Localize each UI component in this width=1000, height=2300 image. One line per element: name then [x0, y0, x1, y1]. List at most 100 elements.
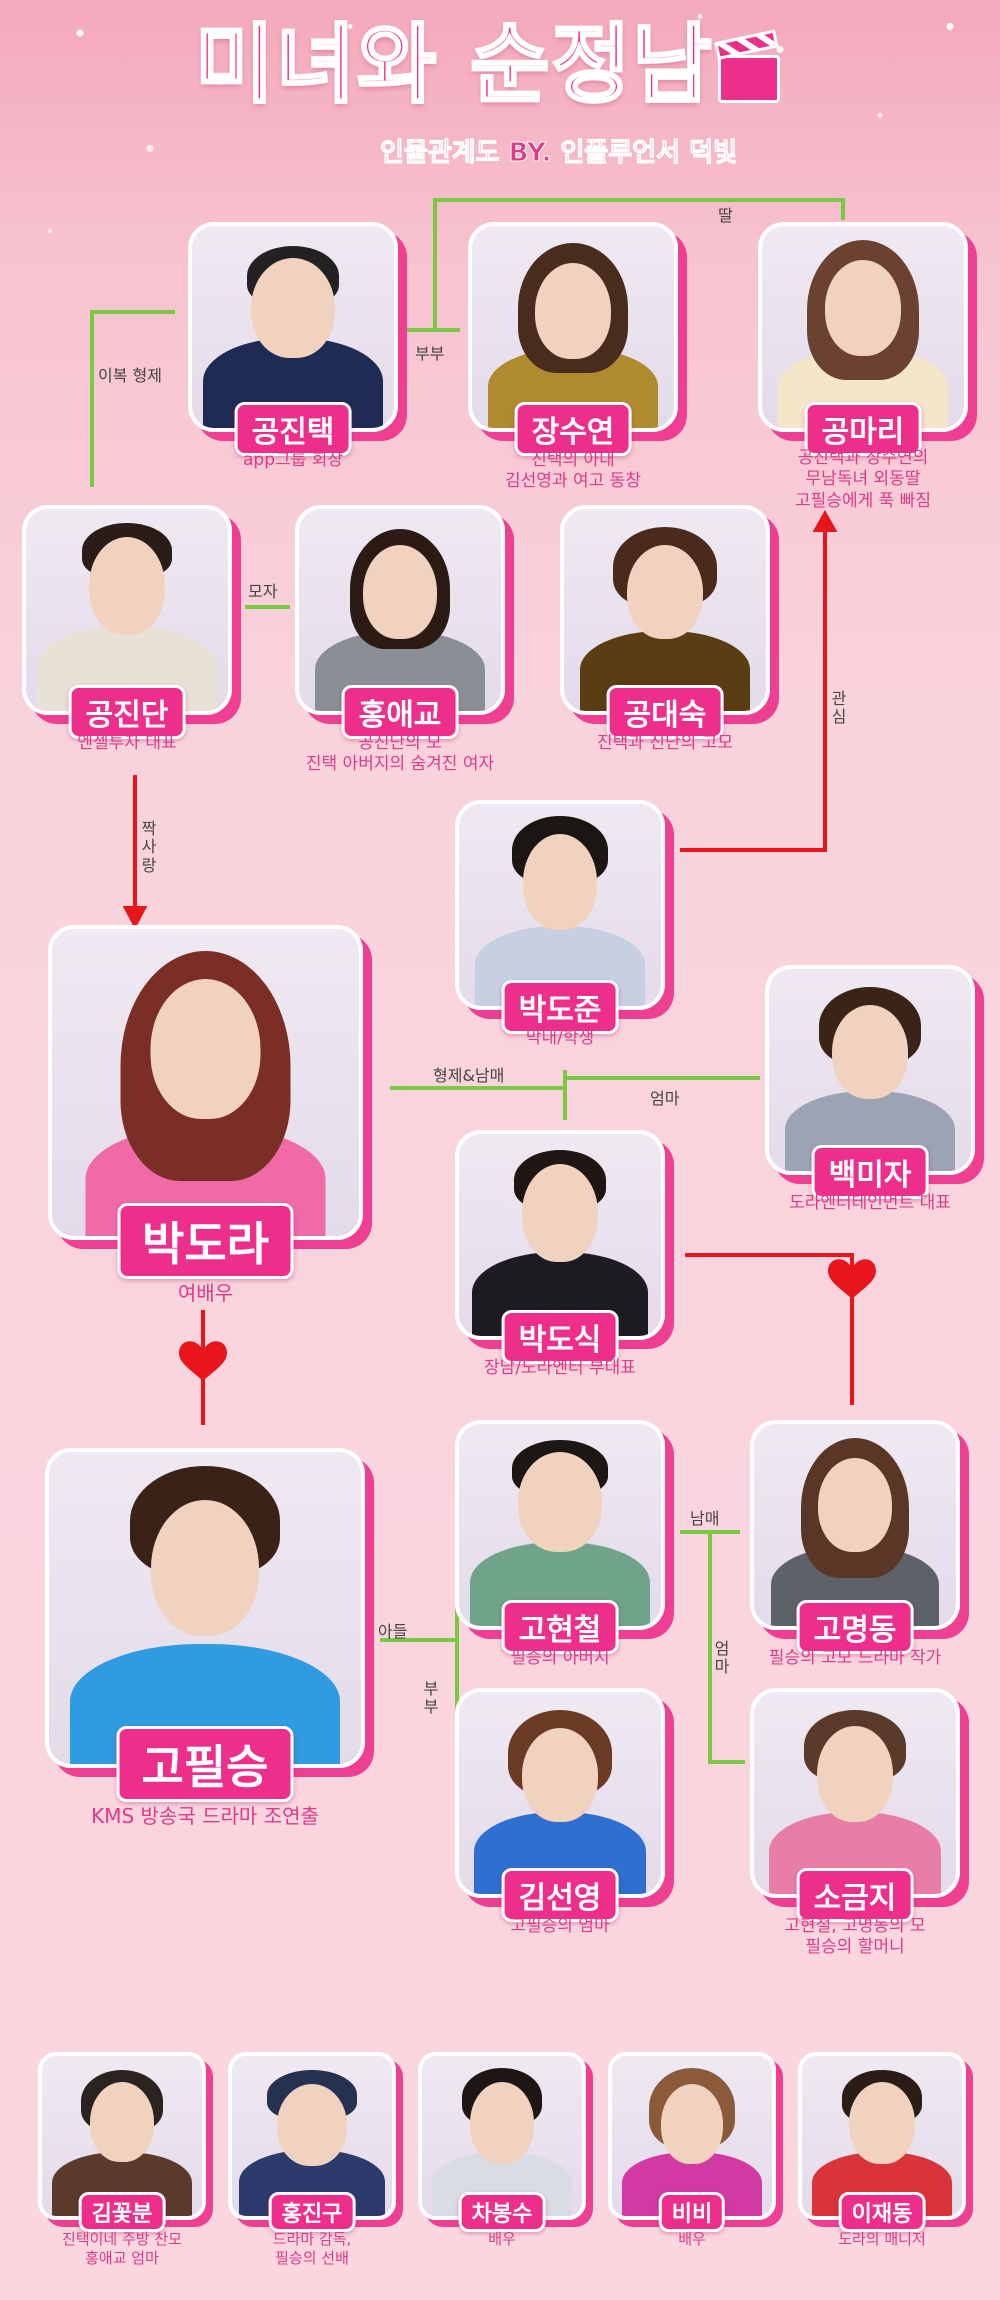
character-card-gong-daesuk[interactable]: 공대숙 진택과 진단의 고모 [560, 505, 770, 753]
character-card-gong-jindan[interactable]: 공진단 엔젤투자 대표 [22, 505, 232, 753]
portrait-photo [45, 1448, 365, 1768]
relation-label: 아들 [378, 1622, 408, 1641]
character-name: 공진택 [234, 402, 352, 456]
character-description: 필승의 고모 드라마 작가 [768, 1648, 942, 1668]
line-daughter [433, 198, 845, 330]
character-description: 공진택과 장수연의 무남독녀 외동딸 고필승에게 푹 빠짐 [795, 448, 931, 511]
character-name: 홍애교 [341, 685, 459, 739]
line-mom2 [708, 1532, 745, 1764]
heart-icon [179, 1341, 227, 1381]
relation-label: 관심 [831, 689, 847, 727]
character-card-go-myeongdong[interactable]: 고명동 필승의 고모 드라마 작가 [750, 1420, 960, 1668]
character-name: 공대숙 [606, 685, 724, 739]
line-interest [680, 530, 827, 852]
portrait-photo [798, 2052, 966, 2220]
portrait-photo [750, 1420, 960, 1630]
character-description: 고현철, 고명동의 모 필승의 할머니 [784, 1916, 926, 1958]
arrow-interest [812, 509, 838, 532]
character-description: 도라엔터테인먼트 대표 [789, 1193, 951, 1213]
minor-character-card[interactable]: 차봉수 배우 [418, 2052, 586, 2248]
relation-label: 이복 형제 [98, 366, 162, 385]
character-description: 도라의 매니저 [838, 2230, 926, 2248]
minor-character-card[interactable]: 홍진구 드라마 감독,필승의 선배 [228, 2052, 396, 2267]
character-card-gong-jintaek[interactable]: 공진택 app그룹 회장 [188, 222, 398, 470]
relation-label: 부부 [423, 1679, 439, 1717]
relation-label: 남매 [690, 1509, 720, 1528]
character-card-park-dojun[interactable]: 박도준 막내/학생 [455, 800, 665, 1048]
character-description: 막내/학생 [525, 1028, 595, 1048]
portrait-photo [48, 925, 363, 1240]
character-name: 김선영 [501, 1868, 619, 1922]
line-half-brothers [90, 310, 175, 487]
character-name: 차봉수 [458, 2192, 546, 2232]
character-description: 진택의 아내 김선영과 여고 동창 [505, 450, 641, 492]
character-name: 장수연 [514, 402, 632, 456]
character-description: app그룹 회장 [243, 450, 343, 470]
page-subtitle: 인물관계도 BY. 인플루언서 덕빛 [380, 138, 738, 169]
character-name: 공진단 [68, 685, 186, 739]
relation-label: 형제&남매 [433, 1066, 505, 1085]
character-description: 배우 [488, 2230, 516, 2248]
arrow-crush [122, 906, 148, 930]
character-name: 고현철 [501, 1600, 619, 1654]
heart-icon [828, 1259, 876, 1299]
character-name: 비비 [658, 2192, 726, 2232]
character-description: 공진단의 모 진택 아버지의 숨겨진 여자 [305, 733, 495, 775]
clapperboard-icon [718, 55, 780, 103]
character-name: 박도라 [117, 1203, 294, 1279]
relation-label: 엄마 [650, 1089, 680, 1108]
relation-label: 부부 [415, 344, 445, 363]
character-description: KMS 방송국 드라마 조연출 [91, 1804, 319, 1828]
portrait-photo [295, 505, 505, 715]
character-description: 진택과 진단의 고모 [597, 733, 733, 753]
character-card-park-dora[interactable]: 박도라 여배우 [48, 925, 363, 1305]
portrait-photo [188, 222, 398, 432]
line-mija-dosik [685, 1253, 854, 1405]
relation-label: 모자 [248, 582, 278, 601]
portrait-photo [455, 1420, 665, 1630]
minor-character-card[interactable]: 비비 배우 [608, 2052, 776, 2248]
character-name: 소금지 [796, 1868, 914, 1922]
character-name: 이재동 [838, 2192, 926, 2232]
character-name: 홍진구 [268, 2192, 356, 2232]
page-title: 미녀와 순정남 [194, 15, 714, 115]
character-description: 장남/도라엔터 부대표 [484, 1358, 636, 1378]
relation-label: 딸 [718, 206, 733, 225]
character-description: 엔젤투자 대표 [77, 733, 177, 753]
character-description: 드라마 감독,필승의 선배 [272, 2230, 352, 2267]
character-card-kim-seonyeong[interactable]: 김선영 고필승의 엄마 [455, 1688, 665, 1936]
character-card-so-geumji[interactable]: 소금지 고현철, 고명동의 모 필승의 할머니 [750, 1688, 960, 1957]
relation-label: 엄마 [714, 1639, 730, 1677]
portrait-photo [22, 505, 232, 715]
character-description: 여배우 [177, 1281, 234, 1305]
portrait-photo [750, 1688, 960, 1898]
character-name: 공마리 [804, 402, 922, 456]
character-name: 박도준 [501, 980, 619, 1034]
portrait-photo [560, 505, 770, 715]
character-card-gong-mari[interactable]: 공마리 공진택과 장수연의 무남독녀 외동딸 고필승에게 푹 빠짐 [758, 222, 968, 511]
character-name: 박도식 [501, 1310, 619, 1364]
character-card-go-pilseung[interactable]: 고필승 KMS 방송국 드라마 조연출 [45, 1448, 365, 1828]
portrait-photo [455, 1130, 665, 1340]
portrait-photo [455, 800, 665, 1010]
character-card-go-hyeoncheol[interactable]: 고현철 필승의 아버지 [455, 1420, 665, 1668]
character-description: 필승의 아버지 [510, 1648, 610, 1668]
relation-label: 짝사랑 [141, 819, 157, 875]
character-name: 고명동 [796, 1600, 914, 1654]
character-name: 백미자 [811, 1145, 929, 1199]
character-card-jang-suyeon[interactable]: 장수연 진택의 아내 김선영과 여고 동창 [468, 222, 678, 491]
character-name: 김꽃분 [78, 2192, 166, 2232]
character-card-park-dosik[interactable]: 박도식 장남/도라엔터 부대표 [455, 1130, 665, 1378]
character-description: 고필승의 엄마 [510, 1916, 610, 1936]
portrait-photo [765, 965, 975, 1175]
character-description: 배우 [678, 2230, 706, 2248]
character-card-hong-aegyo[interactable]: 홍애교 공진단의 모 진택 아버지의 숨겨진 여자 [295, 505, 505, 774]
minor-character-card[interactable]: 이재동 도라의 매니저 [798, 2052, 966, 2248]
portrait-photo [758, 222, 968, 432]
portrait-photo [468, 222, 678, 432]
portrait-photo [455, 1688, 665, 1898]
character-card-baek-mija[interactable]: 백미자 도라엔터테인먼트 대표 [765, 965, 975, 1213]
character-name: 고필승 [116, 1726, 294, 1802]
